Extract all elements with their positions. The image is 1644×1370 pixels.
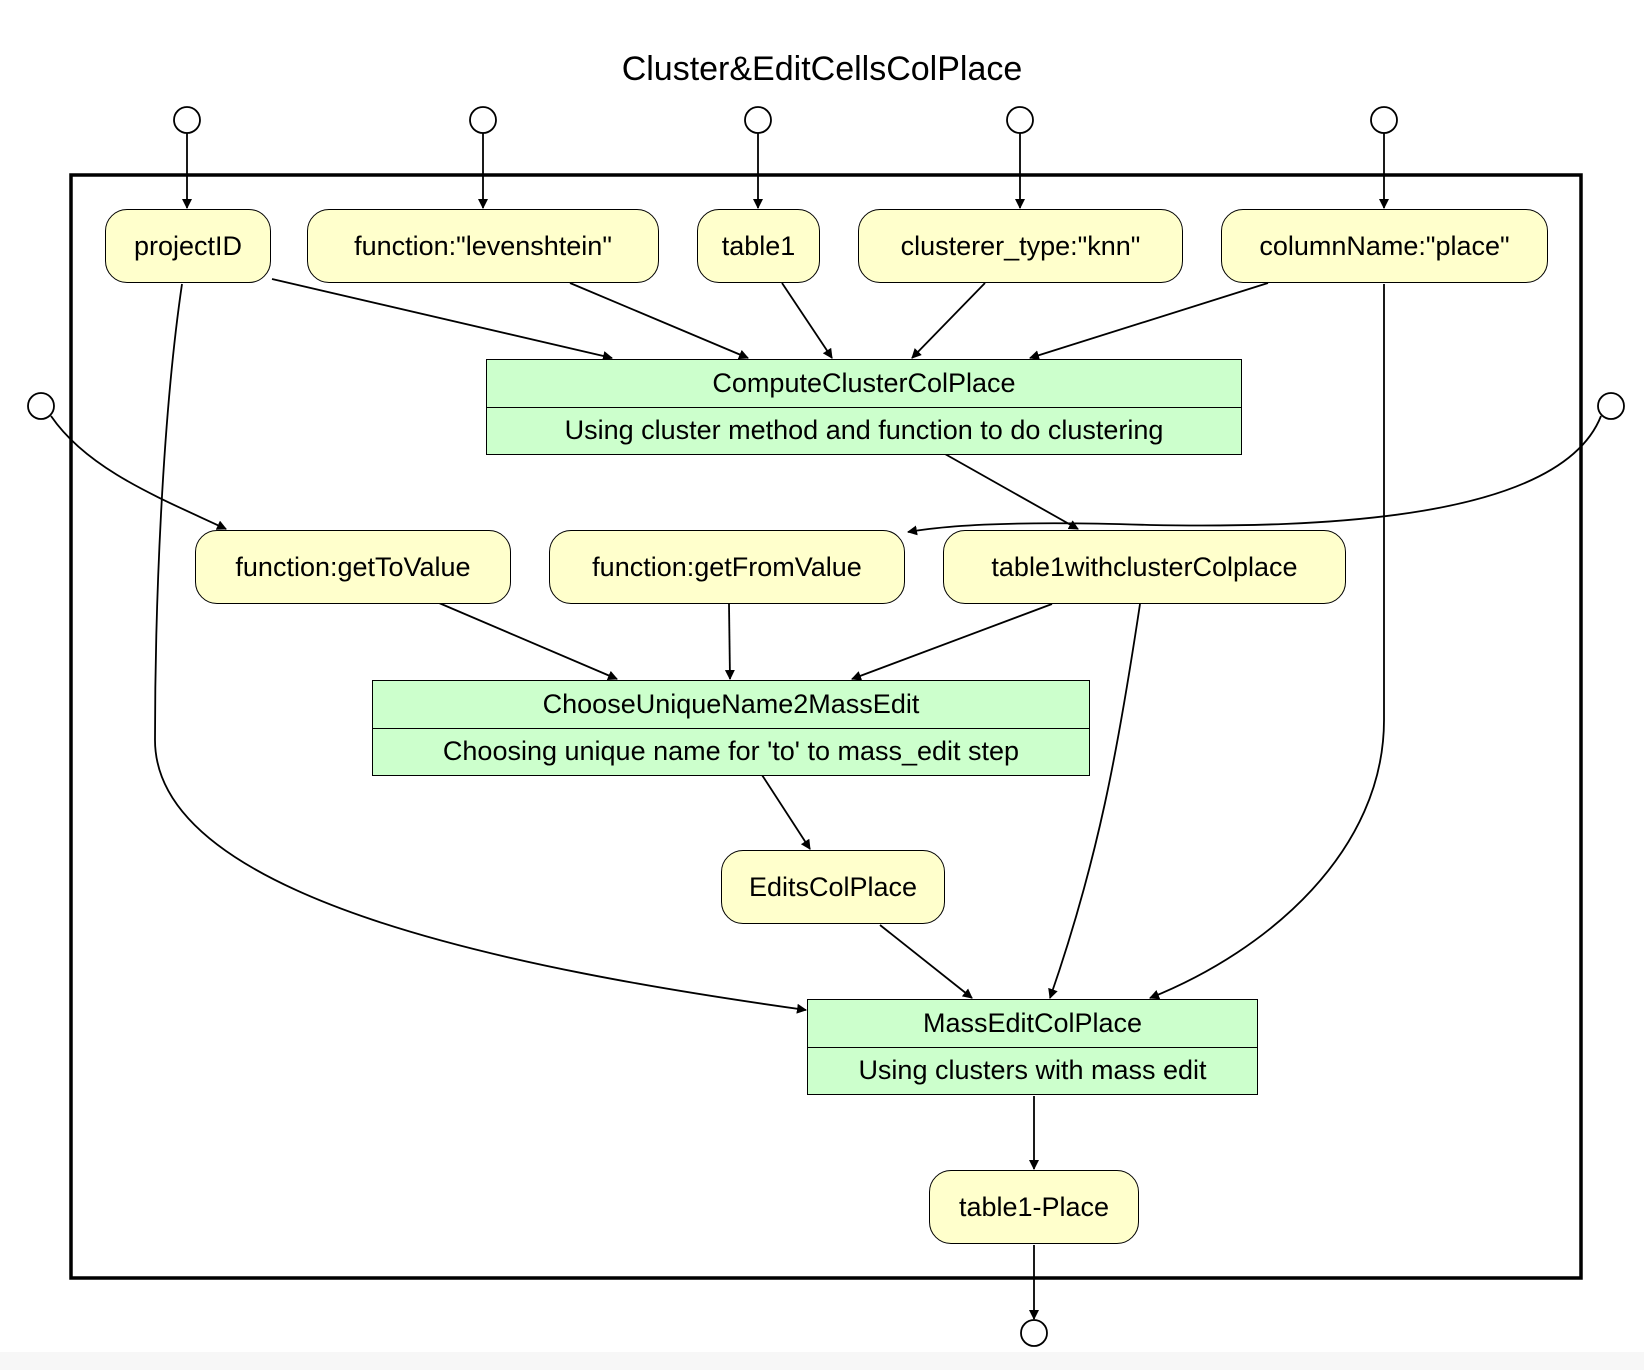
process-name: MassEditColPlace [808,1000,1257,1048]
input-port-column-name [1370,106,1398,134]
node-table1[interactable]: table1 [697,209,820,283]
edge-table-with-cluster-choose [851,603,1053,681]
diagram-title: Cluster&EditCellsColPlace [621,50,1023,88]
node-output-table1-place[interactable]: table1-Place [929,1170,1139,1244]
edge-port-get-from-value [907,415,1602,536]
edge-choose-edits [761,774,811,850]
edge-compute-table-with-cluster [944,453,1079,530]
node-function-levenshtein[interactable]: function:"levenshtein" [307,209,659,283]
node-edits-col-place[interactable]: EditsColPlace [721,850,945,924]
edge-function-compute [569,282,749,360]
bottom-strip [0,1352,1644,1370]
edge-column-compute [1029,282,1269,361]
process-description: Using clusters with mass edit [858,1055,1207,1086]
process-description: Using cluster method and function to do … [564,415,1164,446]
edge-projectid-mass-edit [154,283,807,1014]
edge-get-to-value-choose [438,602,618,681]
input-port-table1 [744,106,772,134]
edge-projectid-compute [271,278,613,361]
process-compute-cluster[interactable]: ComputeClusterColPlace Using cluster met… [486,359,1242,455]
process-name: ComputeClusterColPlace [487,360,1241,408]
edge-port-get-to-value [50,415,227,530]
edge-get-from-value-choose [724,603,735,680]
edge-edits-mass-edit [879,924,973,999]
process-choose-unique-name[interactable]: ChooseUniqueName2MassEdit Choosing uniqu… [372,680,1090,776]
node-get-to-value[interactable]: function:getToValue [195,530,511,604]
node-clusterer-type[interactable]: clusterer_type:"knn" [858,209,1183,283]
output-port-table1-place [1020,1319,1048,1347]
node-label: table1withclusterColplace [991,551,1298,582]
input-port-function [469,106,497,134]
edge-table-with-cluster-mass-edit [1048,603,1141,999]
process-mass-edit[interactable]: MassEditColPlace Using clusters with mas… [807,999,1258,1095]
node-label: columnName:"place" [1259,230,1510,261]
input-port-projectid [173,106,201,134]
edge-clusterer-compute [911,282,986,359]
node-projectid[interactable]: projectID [105,209,271,283]
node-label: table1-Place [958,1191,1110,1222]
input-port-get-from-value [1597,392,1625,420]
node-label: projectID [133,230,243,261]
node-column-name[interactable]: columnName:"place" [1221,209,1548,283]
process-description: Choosing unique name for 'to' to mass_ed… [442,736,1020,767]
node-label: function:getToValue [235,551,471,582]
node-label: clusterer_type:"knn" [900,230,1141,261]
workflow-boundary [69,173,1583,1280]
edge-table1-compute [781,282,833,359]
node-label: EditsColPlace [748,871,918,902]
node-get-from-value[interactable]: function:getFromValue [549,530,905,604]
process-name: ChooseUniqueName2MassEdit [373,681,1089,729]
input-port-clusterer-type [1006,106,1034,134]
node-label: function:getFromValue [592,551,862,582]
node-label: table1 [721,230,796,261]
node-table-with-cluster[interactable]: table1withclusterColplace [943,530,1346,604]
input-port-get-to-value [27,392,55,420]
node-label: function:"levenshtein" [354,230,612,261]
edge-column-mass-edit [1149,284,1385,1000]
